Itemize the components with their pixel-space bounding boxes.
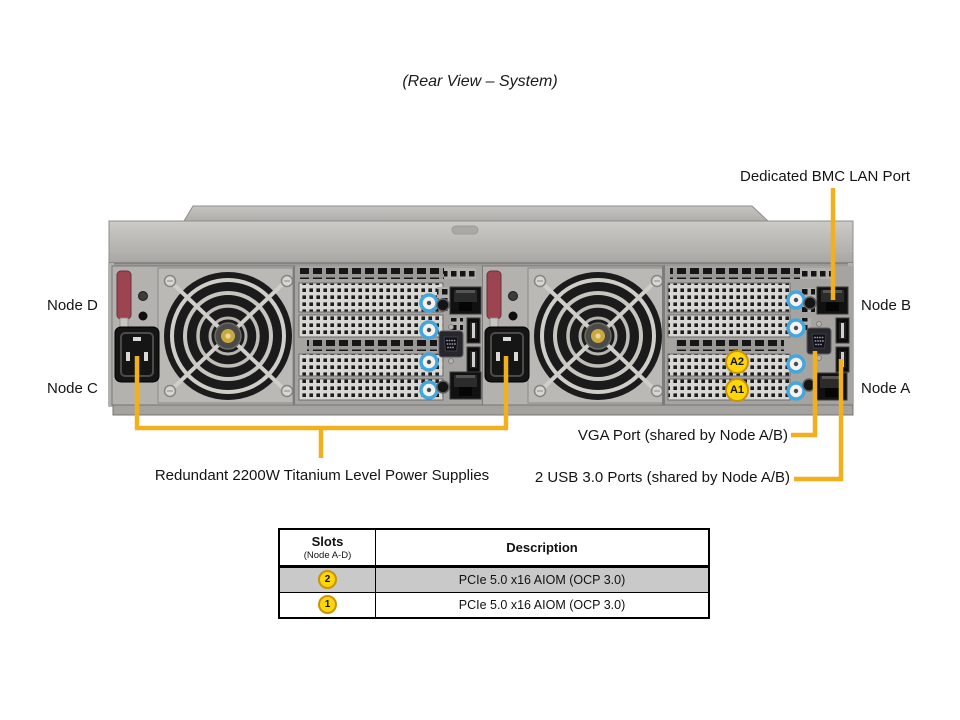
callout-line-usb: [794, 359, 844, 482]
header-slots-subtitle: (Node A-D): [303, 549, 352, 561]
slot-number-badge: 2: [318, 570, 337, 589]
table-row: 1 PCIe 5.0 x16 AIOM (OCP 3.0): [278, 591, 710, 619]
table-row: 2 PCIe 5.0 x16 AIOM (OCP 3.0): [278, 565, 710, 593]
uid-button: [786, 381, 806, 401]
lan-port: [449, 371, 482, 400]
table-header-row: Slots (Node A-D) Description: [278, 528, 710, 568]
header-slots-title: Slots: [311, 533, 344, 549]
chassis-base: [112, 404, 854, 416]
port-column-node-cd: [419, 268, 482, 400]
usb-port: [466, 317, 481, 344]
usb-port: [466, 346, 481, 373]
reset-button: [436, 380, 450, 394]
label-node-d: Node D: [47, 297, 98, 314]
header-description: Description: [375, 528, 710, 568]
pcie-slot-cover: [298, 282, 444, 313]
vent-row: [300, 268, 448, 279]
label-usb: 2 USB 3.0 Ports (shared by Node A/B): [534, 469, 790, 486]
power-supply-node-ab: [482, 266, 665, 405]
power-supply-node-cd: [112, 266, 295, 405]
pcie-slot-cover: [667, 282, 791, 313]
panel-divider: [662, 266, 665, 406]
reset-button: [803, 296, 817, 310]
cell-slot: 1: [278, 591, 376, 619]
reset-button: [436, 298, 450, 312]
uid-button: [419, 380, 439, 400]
label-node-a: Node A: [861, 380, 911, 397]
vent-row: [670, 268, 830, 279]
callout-line-psu: [134, 356, 509, 458]
label-psu: Redundant 2200W Titanium Level Power Sup…: [154, 467, 490, 484]
vent-row: [307, 340, 437, 351]
header-slots: Slots (Node A-D): [278, 528, 376, 568]
label-vga: VGA Port (shared by Node A/B): [577, 427, 788, 444]
usb3-port: [835, 317, 850, 344]
lan-port: [449, 286, 482, 315]
slot-badge-a2: A2: [725, 350, 749, 374]
pcie-slot-cover: [667, 314, 791, 338]
cell-description: PCIe 5.0 x16 AIOM (OCP 3.0): [375, 591, 710, 619]
slots-table: Slots (Node A-D) Description 2 PCIe 5.0 …: [278, 528, 710, 619]
label-node-b: Node B: [861, 297, 912, 314]
callout-line-vga: [791, 351, 818, 438]
uid-button: [786, 354, 806, 374]
port-column-node-ab: [786, 268, 850, 401]
pcie-slot-cover: [298, 314, 444, 338]
chassis-top-cover: [108, 205, 854, 265]
uid-button: [419, 293, 439, 313]
pcie-slot-cover: [298, 353, 444, 377]
figure-title: (Rear View – System): [402, 73, 558, 90]
slot-badge-a1: A1: [725, 378, 749, 402]
vent-row: [676, 340, 784, 351]
cell-description: PCIe 5.0 x16 AIOM (OCP 3.0): [375, 565, 710, 593]
panel-divider: [293, 266, 296, 406]
label-node-c: Node C: [47, 380, 98, 397]
uid-button: [419, 352, 439, 372]
uid-button: [786, 318, 806, 338]
label-bmc-lan: Dedicated BMC LAN Port: [740, 168, 911, 185]
slot-number-badge: 1: [318, 595, 337, 615]
cell-slot: 2: [278, 565, 376, 593]
uid-button: [419, 320, 439, 340]
uid-button: [786, 290, 806, 310]
